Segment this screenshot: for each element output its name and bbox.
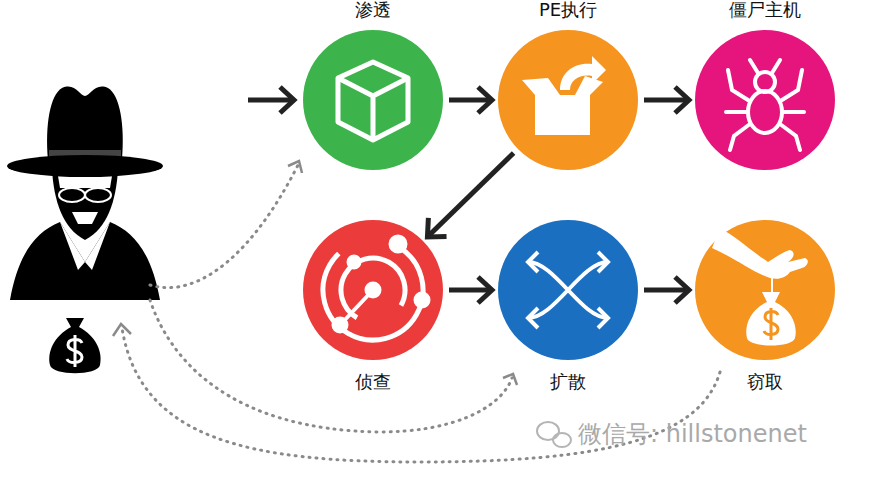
flow-arrow: [427, 153, 513, 237]
circle-fill: [498, 30, 638, 170]
stage-label: 渗透: [355, 0, 391, 22]
circle-fill: [303, 220, 443, 360]
arrowhead: [478, 277, 492, 303]
stage-node: 侦查: [303, 220, 443, 360]
circle-fill: [695, 30, 835, 170]
flow-arrow: [449, 277, 492, 303]
hacker-figure: [7, 87, 163, 300]
circle-shape: [695, 220, 835, 360]
circle-shape: [695, 30, 835, 170]
circle-shape: [498, 220, 638, 360]
stage-node: 僵尸主机: [695, 30, 835, 170]
arrowhead: [478, 87, 492, 113]
circle-fill: [695, 220, 835, 360]
stage-node: 扩散: [498, 220, 638, 360]
entry-arrow: [248, 87, 294, 113]
circle-fill: [498, 220, 638, 360]
flow-line: [449, 98, 490, 103]
circle-shape: [303, 30, 443, 170]
wechat-icon: [537, 422, 571, 447]
dotted-flow: [122, 165, 720, 462]
flow-arrow: [449, 87, 492, 113]
stage-label: 侦查: [355, 370, 391, 394]
arrowhead: [675, 277, 689, 303]
watermark: 微信号: hillstonenet: [578, 418, 807, 450]
dotted-arrowheads: [113, 161, 517, 385]
flow-arrow: [644, 87, 689, 113]
circle-shape: [303, 220, 443, 360]
stage-label: PE执行: [539, 0, 597, 22]
flow-line: [429, 153, 514, 236]
stage-node: PE执行: [498, 30, 638, 170]
stage-label: 僵尸主机: [729, 0, 801, 22]
circle-shape: [498, 30, 638, 170]
flow-line: [644, 98, 687, 103]
stage-node: 渗透: [303, 30, 443, 170]
stage-node: 窃取: [695, 220, 835, 360]
arrowhead: [427, 218, 446, 237]
flow-arrow: [644, 277, 689, 303]
stage-label: 窃取: [747, 370, 783, 394]
stage-label: 扩散: [550, 370, 586, 394]
arrowhead: [675, 87, 689, 113]
circle-fill: [303, 30, 443, 170]
flow-line: [449, 288, 490, 293]
flow-line: [644, 288, 687, 293]
money-bag: [49, 318, 100, 373]
